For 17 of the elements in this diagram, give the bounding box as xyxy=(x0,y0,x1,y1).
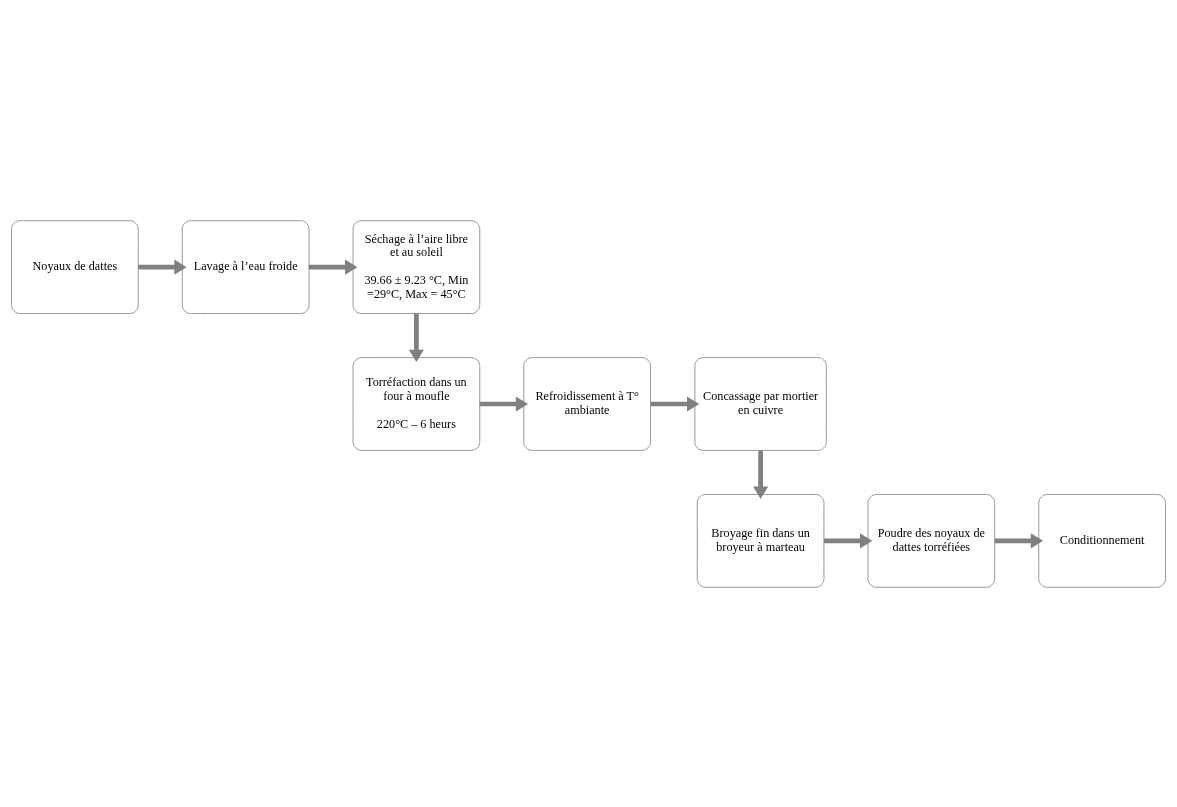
node-box: Refroidissement à T° ambiante xyxy=(523,356,651,451)
node-box: Conditionnement xyxy=(1038,493,1166,588)
node-box: Noyaux de dattes xyxy=(11,219,139,314)
node-box: Poudre des noyaux de dattes torréfiées xyxy=(867,493,996,588)
arrow xyxy=(408,313,424,362)
node-box: Séchage à l’aire libre et au soleil 39.66 ± 9.23 °C, Min =29°C, Max = 45°C xyxy=(352,219,481,314)
arrow xyxy=(994,532,1044,548)
node-box: Torréfaction dans un four à moufle 220°C – 6 heurs xyxy=(352,356,481,451)
arrow xyxy=(753,450,769,499)
node-box: Lavage à l’eau froide xyxy=(181,219,310,314)
arrow xyxy=(479,395,529,412)
arrow xyxy=(824,532,873,548)
arrow xyxy=(650,395,700,412)
node-box: Broyage fin dans un broyeur à marteau xyxy=(696,493,825,588)
node-box: Concassage par mortier en cuivre xyxy=(694,356,827,451)
arrow xyxy=(138,259,187,275)
arrow xyxy=(309,259,358,275)
